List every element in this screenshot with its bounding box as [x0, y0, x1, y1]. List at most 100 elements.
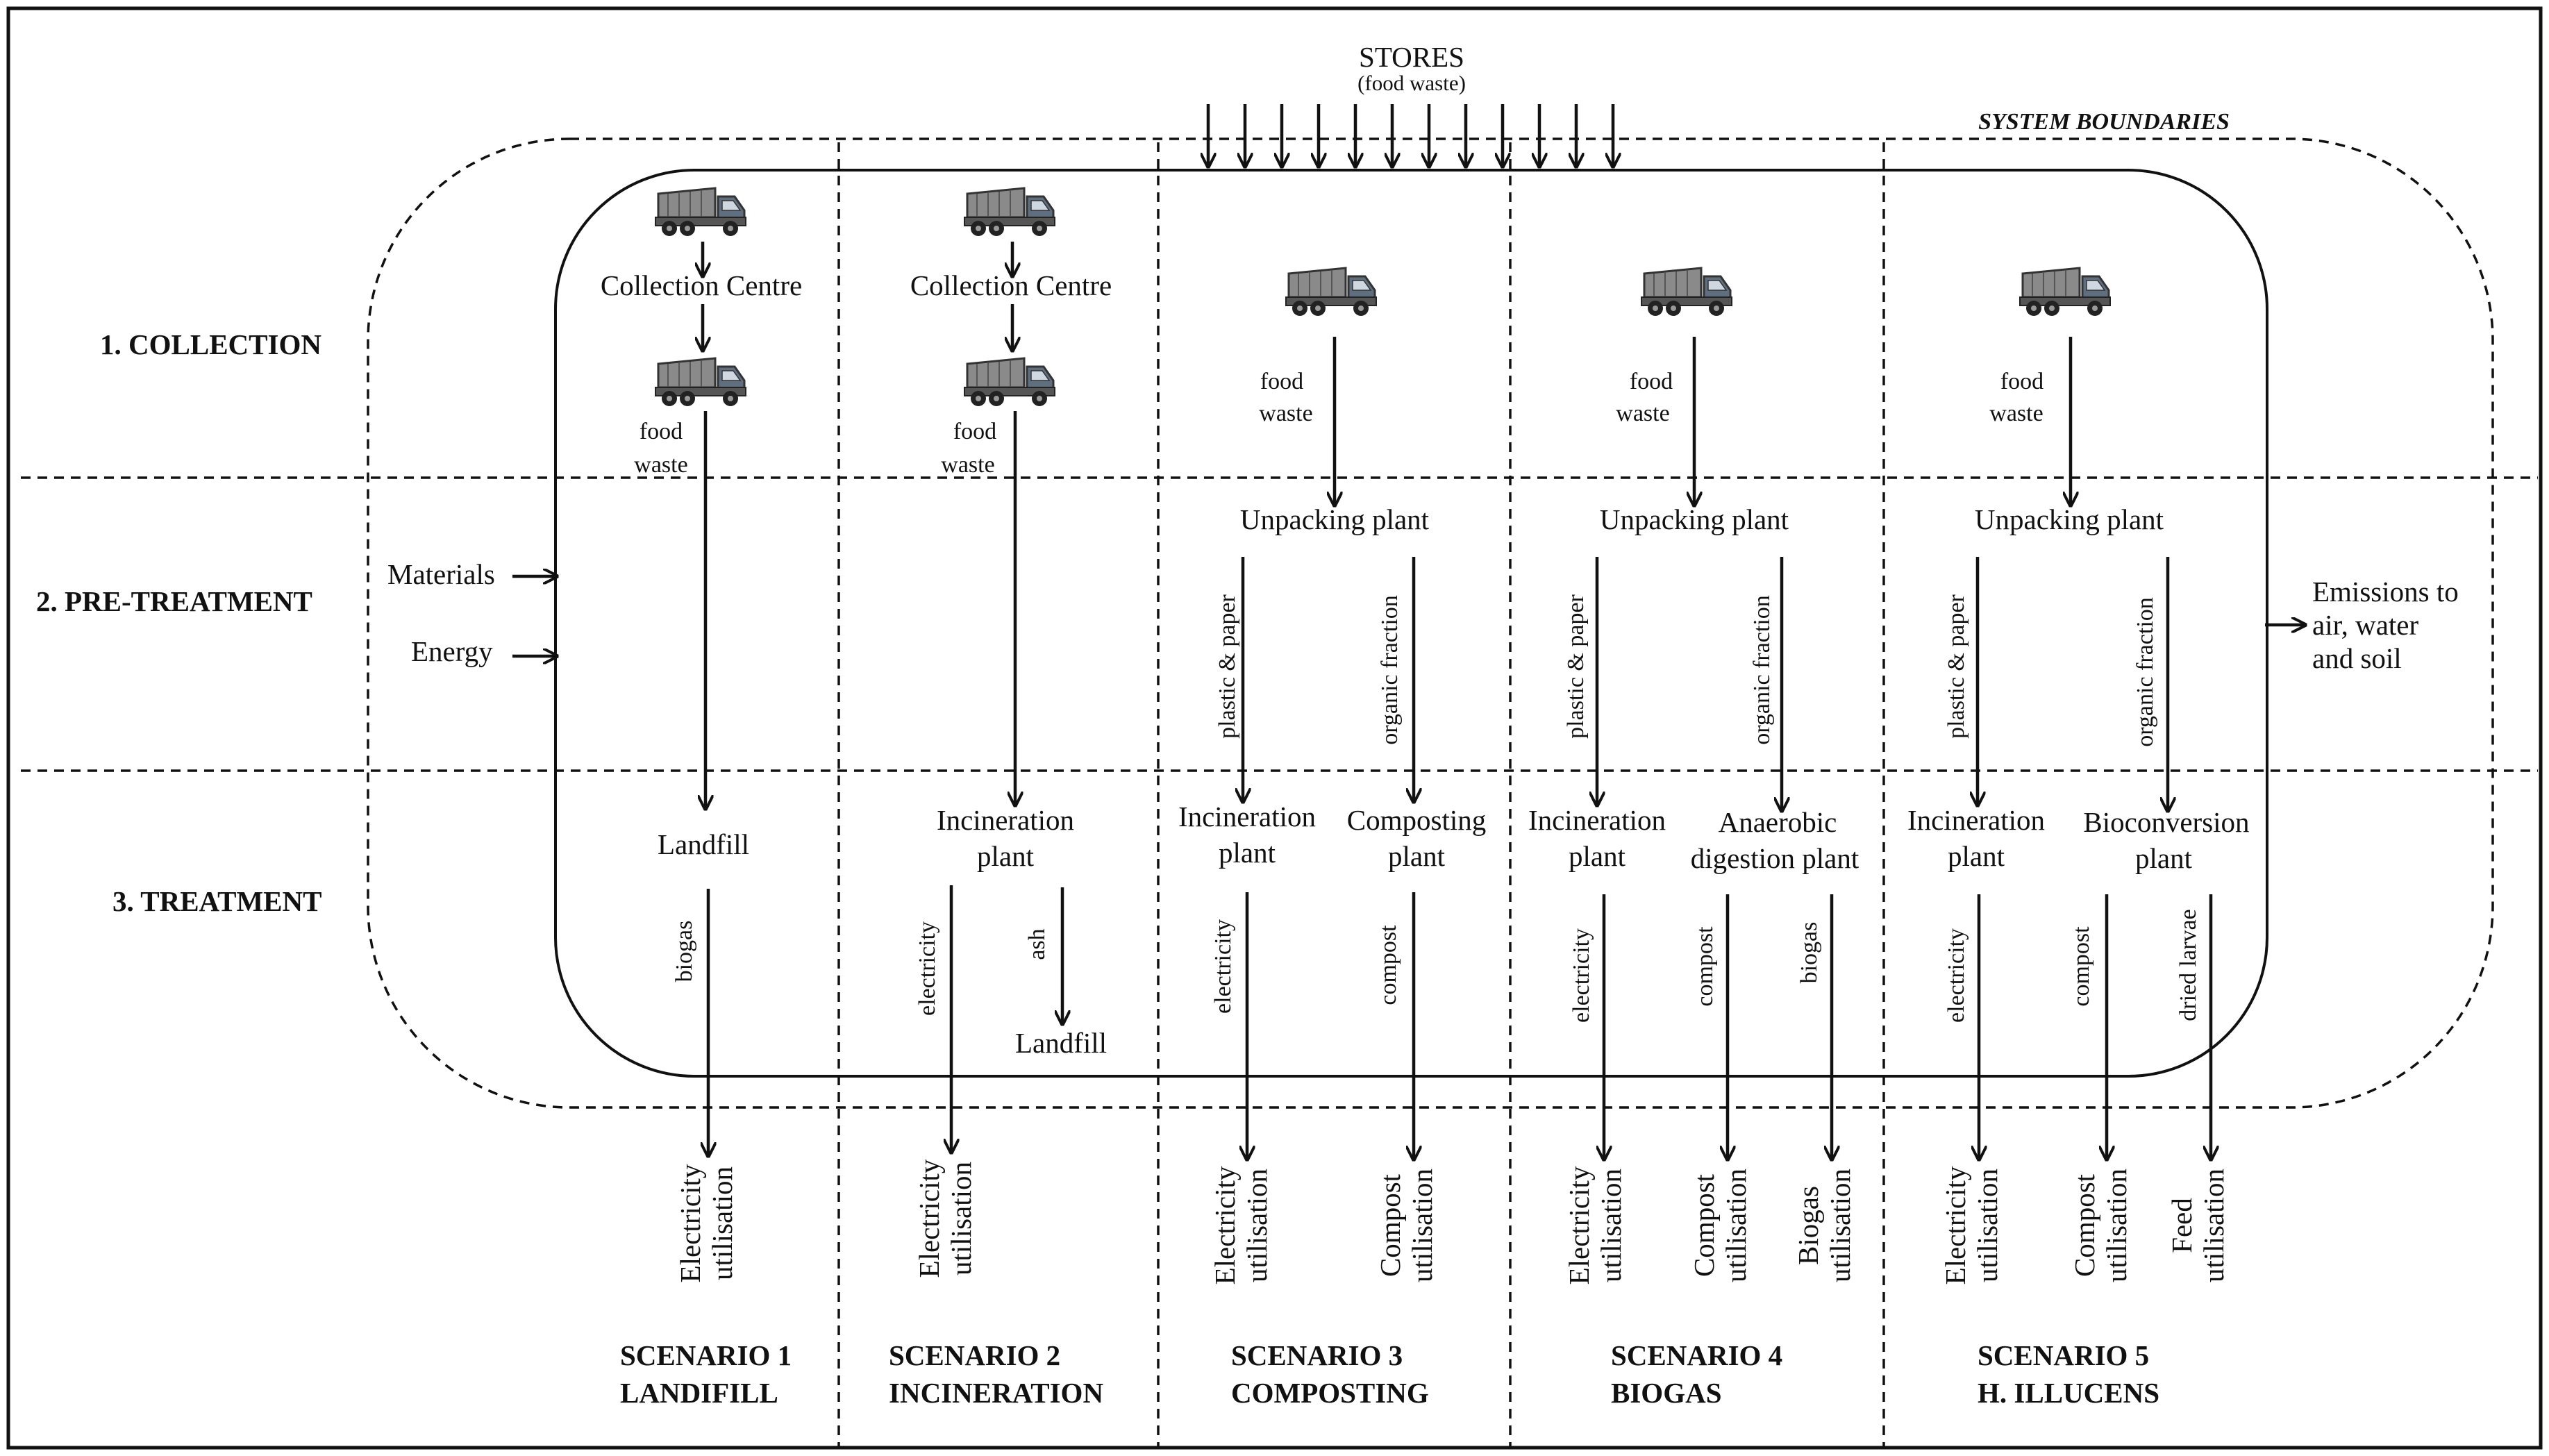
- landfill-label: Landfill: [658, 828, 749, 860]
- electricity-util-line1: Electricity: [913, 1159, 945, 1278]
- plastic-paper-flow-label: plastic & paper: [1563, 594, 1589, 738]
- outer-frame: [6, 6, 2543, 1450]
- phase-treatment: 3. TREATMENT: [112, 885, 321, 917]
- truck-icon: [1640, 267, 1733, 317]
- scenario-3-number: SCENARIO 3: [1231, 1339, 1403, 1371]
- utilisation-line: utilisation: [1720, 1169, 1752, 1282]
- plant-label: plant: [1948, 840, 2005, 872]
- biogas-flow-label: biogas: [1796, 922, 1822, 984]
- utilisation-line: utilisation: [1595, 1169, 1627, 1282]
- anaerobic-label: Anaerobic: [1719, 806, 1837, 838]
- food-label: food: [953, 419, 996, 444]
- compost-util-line1: Compost: [2069, 1173, 2100, 1277]
- unpacking-plant-label: Unpacking plant: [1600, 503, 1789, 535]
- plant-label: plant: [1388, 840, 1446, 872]
- collection-centre-label: Collection Centre: [601, 269, 802, 301]
- scenario-3-name: COMPOSTING: [1231, 1377, 1429, 1409]
- electricity-flow-label: electricity: [1210, 919, 1236, 1014]
- dried-larvae-flow-label: dried larvae: [2175, 909, 2201, 1021]
- input-materials: Materials: [387, 558, 495, 590]
- composting-label: Composting: [1347, 804, 1486, 836]
- plant-label: plant: [1569, 840, 1626, 872]
- electricity-util-line1: Electricity: [674, 1164, 706, 1282]
- incineration-label: Incineration: [1907, 804, 2045, 836]
- plastic-paper-flow-label: plastic & paper: [1944, 594, 1969, 738]
- food-label: food: [2000, 369, 2044, 394]
- scenario-2-name: INCINERATION: [889, 1377, 1103, 1409]
- phase-collection: 1. COLLECTION: [100, 328, 321, 360]
- utilisation-line: utilisation: [2198, 1169, 2230, 1282]
- scenario-4-number: SCENARIO 4: [1611, 1339, 1782, 1371]
- compost-flow-label: compost: [1692, 926, 1718, 1007]
- waste-label: waste: [941, 452, 994, 478]
- organic-fraction-flow-label: organic fraction: [1377, 595, 1403, 745]
- stores-input-arrows: [1208, 104, 1613, 167]
- incineration-label: Incineration: [937, 804, 1074, 836]
- collection-centre-label: Collection Centre: [910, 269, 1112, 301]
- scenario-4-name: BIOGAS: [1611, 1377, 1722, 1409]
- utilisation-line: utilisation: [1406, 1169, 1438, 1282]
- waste-label: waste: [1616, 401, 1669, 426]
- electricity-util-line1: Electricity: [1209, 1166, 1241, 1285]
- waste-label: waste: [1989, 401, 2043, 426]
- utilisation-line: utilisation: [1241, 1169, 1273, 1282]
- scenario-1-number: SCENARIO 1: [620, 1339, 792, 1371]
- plant-label: plant: [977, 840, 1035, 872]
- compost-flow-label: compost: [1376, 925, 1401, 1005]
- truck-icon: [963, 187, 1056, 237]
- food-label: food: [1630, 369, 1673, 394]
- organic-fraction-flow-label: organic fraction: [2132, 597, 2158, 747]
- phase-pretreatment: 2. PRE-TREATMENT: [36, 585, 312, 617]
- emissions-line-1: Emissions to: [2312, 576, 2459, 608]
- process-box: [554, 169, 2268, 1078]
- truck-icon: [963, 357, 1056, 408]
- electricity-util-line1: Electricity: [1563, 1166, 1595, 1285]
- scenario-4-flow: food waste Unpacking plant plastic & pap…: [1528, 267, 1859, 1285]
- electricity-flow-label: electricity: [1944, 928, 1969, 1023]
- incineration-label: Incineration: [1178, 801, 1316, 832]
- emissions-line-2: air, water: [2312, 609, 2418, 641]
- landfill-label: Landfill: [1015, 1027, 1107, 1059]
- utilisation-line: utilisation: [706, 1166, 738, 1280]
- system-boundary: [367, 137, 2494, 1109]
- biogas-util-line1: Biogas: [1792, 1186, 1824, 1265]
- electricity-flow-label: electricity: [914, 921, 940, 1016]
- utilisation-line: utilisation: [1971, 1169, 2003, 1282]
- truck-icon: [1285, 267, 1378, 317]
- scenario-5-name: H. ILLUCENS: [1978, 1377, 2159, 1409]
- truck-icon: [654, 357, 747, 408]
- waste-label: waste: [634, 452, 687, 478]
- ash-flow-label: ash: [1024, 928, 1050, 960]
- scenario-2-flow: Collection Centre food waste Incineratio…: [910, 187, 1112, 1278]
- scenario-1-flow: Collection Centre food waste Landfill bi…: [601, 187, 802, 1282]
- truck-icon: [654, 187, 747, 237]
- compost-util-line1: Compost: [1688, 1173, 1720, 1277]
- plant-label: plant: [2135, 842, 2193, 874]
- compost-util-line1: Compost: [1374, 1173, 1406, 1277]
- plastic-paper-flow-label: plastic & paper: [1214, 594, 1240, 738]
- stores-title: STORES: [1359, 41, 1464, 73]
- scenario-2-number: SCENARIO 2: [889, 1339, 1060, 1371]
- scenario-5-flow: food waste Unpacking plant plastic & pap…: [1907, 267, 2250, 1285]
- compost-flow-label: compost: [2069, 926, 2094, 1007]
- digestion-plant-label: digestion plant: [1691, 842, 1859, 874]
- utilisation-line: utilisation: [2100, 1169, 2132, 1282]
- electricity-flow-label: electricity: [1569, 928, 1594, 1023]
- biogas-flow-label: biogas: [671, 921, 697, 982]
- truck-icon: [2019, 267, 2112, 317]
- scenario-5-number: SCENARIO 5: [1978, 1339, 2149, 1371]
- system-boundaries-label: SYSTEM BOUNDARIES: [1978, 109, 2230, 135]
- food-label: food: [1260, 369, 1303, 394]
- bioconversion-label: Bioconversion: [2083, 806, 2249, 838]
- utilisation-line: utilisation: [945, 1162, 977, 1275]
- input-energy: Energy: [411, 635, 493, 667]
- stores-subtitle: (food waste): [1357, 71, 1466, 95]
- utilisation-line: utilisation: [1824, 1169, 1856, 1282]
- unpacking-plant-label: Unpacking plant: [1975, 503, 2164, 535]
- incineration-label: Incineration: [1528, 804, 1666, 836]
- unpacking-plant-label: Unpacking plant: [1240, 503, 1430, 535]
- emissions-line-3: and soil: [2312, 642, 2402, 674]
- scenario-3-flow: food waste Unpacking plant plastic & pap…: [1178, 267, 1486, 1285]
- scenario-1-name: LANDIFILL: [620, 1377, 778, 1409]
